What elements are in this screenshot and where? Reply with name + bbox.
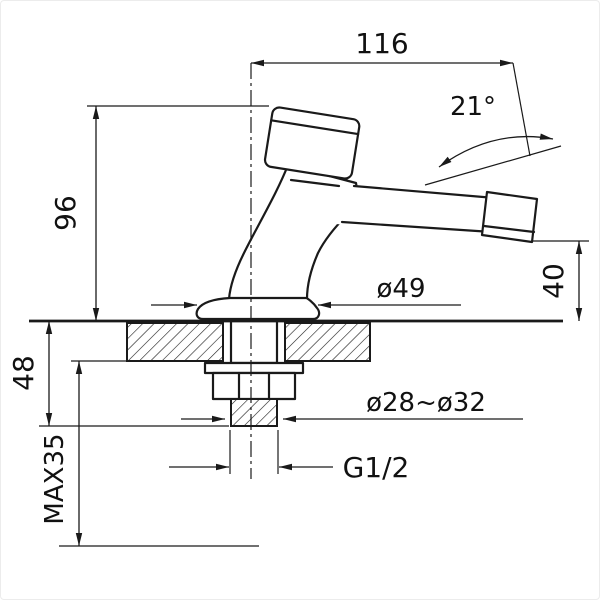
dim-label-thread: G1/2 (343, 451, 410, 484)
dimension-outlet-height: 40 (533, 240, 589, 321)
spout-bottom-edge (340, 220, 494, 234)
handle-knob (263, 106, 361, 180)
spout-tube (335, 184, 496, 234)
neck-collar-line (289, 178, 341, 188)
dim-label-hole: ø28~ø32 (366, 388, 486, 418)
dim-label-d49: ø49 (377, 274, 426, 304)
knob-cap-seam (270, 119, 360, 136)
threaded-end (230, 398, 278, 427)
dim-label-96: 96 (49, 195, 82, 231)
knob-outline (263, 106, 361, 180)
mounting-deck-section (126, 322, 371, 362)
dimension-hole-diameter: ø28~ø32 (181, 388, 523, 423)
washer (203, 361, 305, 375)
inlet-shank (229, 315, 279, 365)
aerator-seam (482, 224, 536, 234)
dim-label-116: 116 (355, 27, 408, 60)
dimension-spout-angle: 21° (424, 92, 562, 186)
dim-label-angle: 21° (450, 92, 496, 122)
dimension-spout-reach: 116 (251, 27, 531, 157)
ext-line-116-right (512, 62, 531, 157)
locknut (211, 371, 297, 401)
dimension-thread-size: G1/2 (169, 430, 409, 484)
dim-label-max35: MAX35 (40, 433, 70, 524)
angle-reference-line (424, 145, 562, 186)
base-flange (195, 296, 321, 321)
deck-left-hatch (126, 322, 224, 362)
dim-label-48: 48 (7, 355, 40, 391)
dimension-base-diameter: ø49 (151, 274, 461, 309)
dimension-under-deck-length: 48 (7, 321, 229, 427)
dimension-body-height: 96 (49, 105, 269, 321)
dimension-max-thickness: MAX35 (40, 360, 259, 547)
spout-top-edge (352, 184, 497, 200)
angle-arc (438, 133, 554, 168)
deck-right-hatch (284, 322, 371, 362)
fixing-hardware (203, 361, 305, 427)
dim-label-40: 40 (537, 263, 570, 299)
spout-outlet (480, 190, 539, 244)
